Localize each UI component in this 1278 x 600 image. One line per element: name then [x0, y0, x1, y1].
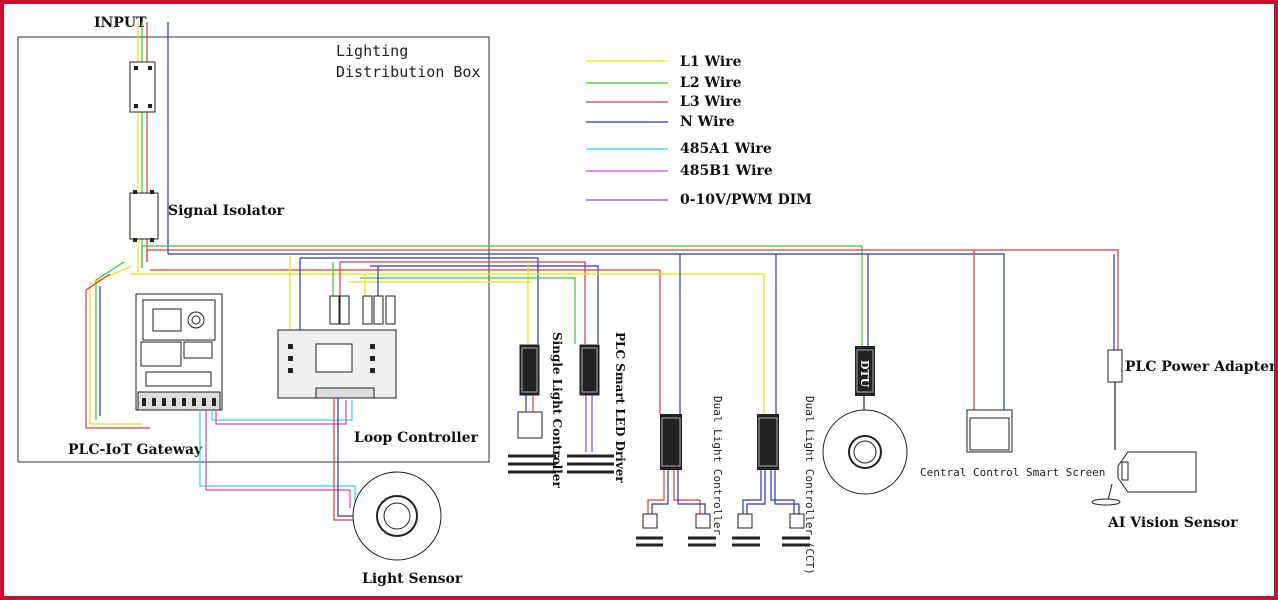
legend-label-l2: L2 Wire [680, 75, 742, 91]
legend-label-l3: L3 Wire [680, 94, 742, 110]
dtu-sensor [822, 409, 908, 495]
legend-label-485a: 485A1 Wire [680, 141, 772, 157]
legend: L1 Wire L2 Wire L3 Wire N Wire 485A1 Wir… [586, 54, 812, 208]
dual-light-controller-cct-label: Dual Light Controller (CCT) [803, 396, 816, 575]
light-sensor-label: Light Sensor [362, 571, 463, 587]
input-breaker [129, 61, 156, 113]
signal-isolator [129, 190, 159, 242]
plc-power-adapter [1107, 349, 1123, 450]
central-screen-label: Central Control Smart Screen [920, 466, 1105, 479]
ai-vision-sensor [1091, 451, 1197, 506]
single-light-controller-label: Single Light Controller [550, 332, 564, 488]
central-control-screen [966, 409, 1013, 453]
ai-vision-sensor-label: AI Vision Sensor [1107, 515, 1238, 531]
legend-label-l1: L1 Wire [680, 54, 742, 70]
dtu-label: DTU [858, 360, 871, 388]
legend-label-n: N Wire [680, 114, 735, 130]
bus-wires [85, 245, 1119, 429]
legend-label-dim: 0-10V/PWM DIM [680, 192, 812, 208]
loop-controller-label: Loop Controller [354, 430, 479, 446]
box-label-line1: Lighting [336, 42, 408, 60]
plc-led-driver-label: PLC Smart LED Driver [613, 332, 627, 483]
rs485-wires [199, 398, 360, 521]
input-label: INPUT [94, 15, 147, 31]
loop-controller [277, 329, 397, 399]
legend-label-485b: 485B1 Wire [680, 163, 773, 179]
dual-light-controller-label: Dual Light Controller [711, 396, 724, 535]
plc-iot-gateway [135, 293, 223, 411]
dtu [855, 346, 875, 410]
box-label-line2: Distribution Box [336, 63, 481, 81]
dual-light-controller-cct [732, 414, 810, 547]
gateway-label: PLC-IoT Gateway [68, 442, 203, 458]
loop-controller-relays [329, 295, 396, 325]
wiring-diagram: Lighting Distribution Box INPUT [17, 15, 1274, 587]
single-light-controller [508, 344, 556, 474]
plc-smart-led-driver [567, 344, 614, 474]
signal-isolator-label: Signal Isolator [168, 203, 285, 219]
dual-light-controller [636, 414, 716, 547]
plc-power-adapter-label: PLC Power Adapter [1125, 359, 1274, 375]
light-sensor [352, 471, 442, 561]
